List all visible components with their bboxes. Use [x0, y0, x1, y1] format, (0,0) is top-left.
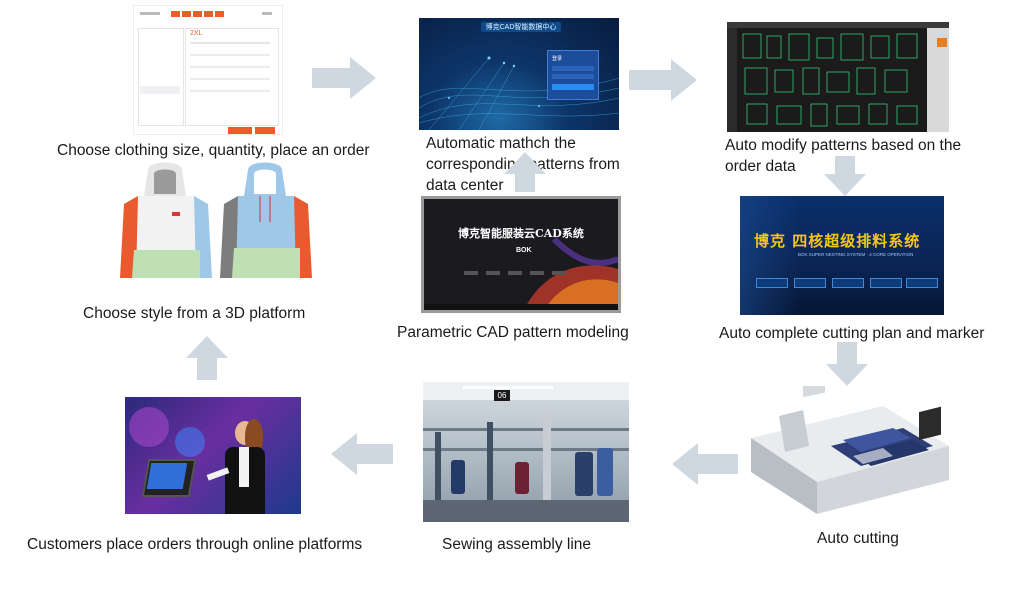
login-title: 登录 [552, 56, 563, 62]
arrow-right-icon [629, 59, 697, 101]
arrow-down-icon [824, 156, 866, 196]
caption-order: Choose clothing size, quantity, place an… [57, 142, 370, 159]
nesting-system-screenshot: 博克 四核超级排料系统 BOK SUPER NESTING SYSTEM · 4… [740, 196, 944, 315]
arrow-down-icon [826, 342, 868, 386]
nesting-button-4[interactable] [870, 278, 902, 288]
cutting-machine-illustration [751, 386, 949, 514]
sewing-line-photo: 06 [423, 382, 629, 522]
woman-figure [206, 419, 267, 514]
pattern-software-screenshot [727, 22, 949, 132]
cad-splash-swoosh [524, 236, 618, 310]
arrow-right-icon [312, 57, 376, 99]
username-field[interactable] [552, 66, 594, 71]
cad-splash-title: 博克智能服装云CAD系统 [458, 227, 584, 240]
nesting-button-3[interactable] [832, 278, 864, 288]
caption-modify: Auto modify patterns based on the order … [725, 135, 961, 177]
arrow-up-icon [186, 336, 228, 380]
hoodies-3d-illustration [120, 162, 312, 278]
caption-modify-line-1: Auto modify patterns based on the [725, 137, 962, 154]
nesting-button-1[interactable] [756, 278, 788, 288]
nesting-title: 博克 四核超级排料系统 [754, 232, 921, 250]
nesting-subtitle: BOK SUPER NESTING SYSTEM · 4 CORE OPERAT… [798, 252, 914, 257]
arrow-left-icon [672, 443, 738, 485]
nesting-button-2[interactable] [794, 278, 826, 288]
password-field[interactable] [552, 74, 594, 79]
size-label: 2XL [190, 30, 203, 37]
caption-online: Customers place orders through online pl… [27, 536, 363, 553]
network-lines [419, 56, 619, 130]
caption-style3d: Choose style from a 3D platform [83, 305, 306, 322]
station-sign: 06 [494, 390, 510, 401]
caption-cutting: Auto cutting [817, 530, 899, 547]
online-order-photo [125, 397, 301, 514]
hoodie-left [120, 162, 212, 278]
data-center-title: 博克CAD智能数据中心 [481, 22, 561, 32]
order-cancel-button[interactable] [255, 127, 275, 134]
nesting-button-5[interactable] [906, 278, 938, 288]
caption-cutplan: Auto complete cutting plan and marker [719, 325, 985, 342]
cad-splash-screenshot: 博克智能服装云CAD系统 BOK [421, 196, 621, 313]
caption-match-line-3: data center [426, 177, 504, 194]
caption-cad: Parametric CAD pattern modeling [397, 324, 629, 341]
login-button[interactable] [552, 84, 594, 90]
cad-brand: BOK [516, 247, 532, 254]
caption-modify-line-2: order data [725, 158, 796, 175]
arrow-left-icon [331, 433, 393, 475]
hoodie-right [220, 162, 312, 278]
caption-sewing: Sewing assembly line [442, 536, 592, 553]
login-panel: 登录 [547, 50, 599, 100]
pattern-pieces [742, 33, 918, 127]
order-confirm-button[interactable] [228, 127, 252, 134]
data-center-screenshot: 博克CAD智能数据中心 登录 [419, 18, 619, 130]
order-form-screenshot: 2XL [133, 5, 283, 135]
caption-match: Automatic mathch the corresponding patte… [426, 133, 620, 196]
arrow-up-icon [504, 152, 546, 192]
caption-match-line-1: Automatic mathch the [426, 135, 576, 152]
